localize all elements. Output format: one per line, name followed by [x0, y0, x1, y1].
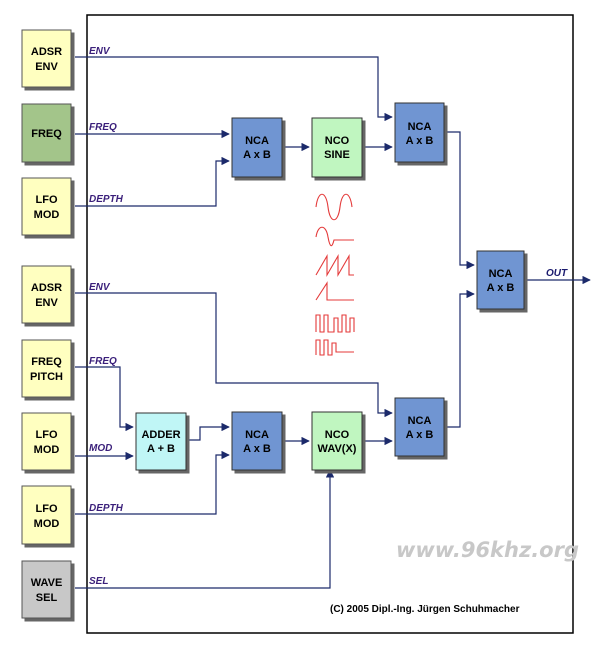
input-block-box [21, 177, 72, 236]
block-nca-out: NCA A x B [476, 250, 525, 310]
waveform-sine [315, 193, 353, 221]
input-lfo-mod-2: LFO MOD [21, 412, 72, 471]
block-box [311, 117, 363, 178]
block-line1: NCO [325, 429, 350, 441]
block-line2: SINE [324, 149, 350, 161]
block-box [394, 102, 445, 163]
input-line2: ENV [35, 297, 58, 309]
signal-label-env-1: ENV [89, 46, 111, 57]
input-lfo-mod-3: LFO MOD [21, 485, 72, 545]
wire-top-to-out [444, 131, 475, 270]
block-box [394, 397, 445, 457]
input-block-box [21, 29, 72, 88]
block-nca-bot-env: NCA A x B [394, 397, 445, 457]
waveform-square-mod [315, 314, 355, 333]
wire-bot-to-out [444, 289, 475, 428]
wire-adder-to-nca [186, 422, 230, 441]
input-adsr-env-2: ADSR ENV [21, 265, 72, 324]
signal-label-depth-2: DEPTH [89, 503, 124, 514]
block-line1: NCA [245, 135, 269, 147]
input-line1: FREQ [31, 356, 62, 368]
input-line2: MOD [34, 518, 60, 530]
waveform-sine-burst [315, 226, 354, 247]
block-nca-bot: NCA A x B [231, 411, 283, 471]
input-line1: LFO [36, 503, 58, 515]
wires [75, 56, 591, 589]
block-line2: A x B [243, 149, 271, 161]
block-adder: ADDER A + B [135, 412, 187, 471]
waveform-sawtooth [315, 253, 354, 278]
input-line1: WAVE [31, 577, 63, 589]
block-nco-sine: NCO SINE [311, 117, 363, 178]
input-freq-pitch: FREQ PITCH [21, 339, 72, 398]
block-line1: NCA [408, 121, 432, 133]
block-line2: WAV(X) [318, 443, 357, 455]
output-label: OUT [546, 268, 568, 279]
waveform-saw-burst [315, 281, 354, 301]
block-line2: A x B [406, 429, 434, 441]
input-line2: ENV [35, 61, 58, 73]
block-line2: A x B [243, 443, 271, 455]
block-box [231, 411, 283, 471]
block-box [231, 117, 283, 178]
input-block-box [21, 103, 72, 163]
block-line1: NCA [489, 268, 513, 280]
wire-env-top [75, 56, 393, 122]
signal-label-sel: SEL [89, 576, 108, 587]
signal-label-freq-2: FREQ [89, 356, 117, 367]
input-line1: LFO [36, 429, 58, 441]
wire-env-bot [75, 292, 393, 418]
signal-label-freq-1: FREQ [89, 122, 117, 133]
signal-label-env-2: ENV [89, 282, 111, 293]
input-adsr-env-1: ADSR ENV [21, 29, 72, 88]
input-freq: FREQ [21, 103, 72, 163]
input-line2: PITCH [30, 371, 63, 383]
waveform-square-burst [315, 339, 354, 356]
wire-sel [75, 469, 335, 589]
block-line1: NCO [325, 135, 350, 147]
wire-depth-top [75, 156, 230, 207]
block-line2: A + B [147, 443, 175, 455]
input-line1: ADSR [31, 46, 62, 58]
input-line2: MOD [34, 444, 60, 456]
input-line1: ADSR [31, 282, 62, 294]
input-block-box [21, 412, 72, 471]
input-lfo-mod-1: LFO MOD [21, 177, 72, 236]
block-nca-top: NCA A x B [231, 117, 283, 178]
copyright-credit: (C) 2005 Dipl.-Ing. Jürgen Schuhmacher [330, 604, 520, 615]
block-line1: ADDER [141, 429, 180, 441]
signal-label-depth-1: DEPTH [89, 194, 124, 205]
input-block-box [21, 560, 72, 619]
block-line1: NCA [245, 429, 269, 441]
block-line1: NCA [408, 415, 432, 427]
block-box [135, 412, 187, 471]
input-line1: LFO [36, 194, 58, 206]
waveform-examples [315, 193, 355, 356]
block-nca-top-env: NCA A x B [394, 102, 445, 163]
input-block-box [21, 339, 72, 398]
input-block-box [21, 265, 72, 324]
input-line2: MOD [34, 209, 60, 221]
wire-freq-pitch [75, 366, 134, 432]
block-nco-wav: NCO WAV(X) [311, 411, 363, 471]
signal-label-mod: MOD [89, 443, 112, 454]
watermark: www.96khz.org [396, 538, 579, 562]
block-line2: A x B [487, 282, 515, 294]
input-wave-sel: WAVE SEL [21, 560, 72, 619]
block-box [476, 250, 525, 310]
block-box [311, 411, 363, 471]
input-line2: SEL [36, 592, 58, 604]
input-block-box [21, 485, 72, 545]
input-line1: FREQ [31, 128, 62, 140]
wire-depth-bot [75, 450, 230, 515]
block-line2: A x B [406, 135, 434, 147]
